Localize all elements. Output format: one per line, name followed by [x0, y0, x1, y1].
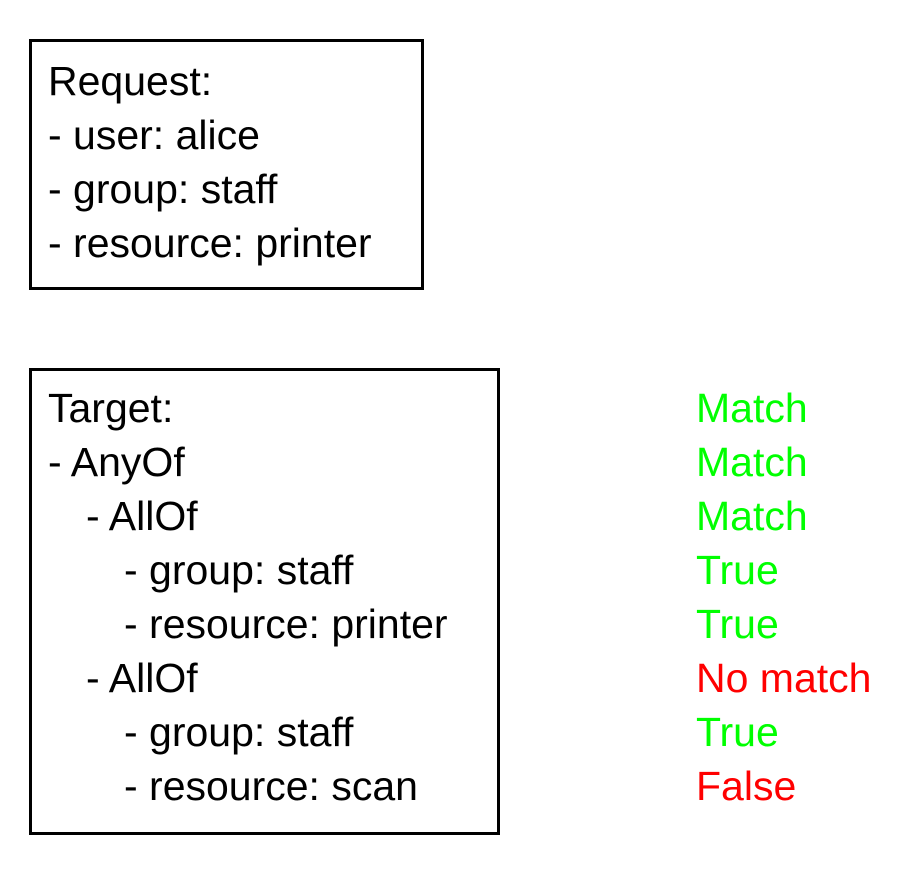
- request-attribute-resource: - resource: printer: [48, 220, 372, 266]
- request-attribute-user: - user: alice: [48, 112, 260, 158]
- target-box: Target: - AnyOf - AllOf - group: staff -…: [29, 368, 500, 835]
- result-resource-1: True: [696, 601, 779, 647]
- target-node-group-2: - group: staff: [124, 709, 354, 755]
- target-node-anyof: - AnyOf: [48, 439, 185, 485]
- result-group-2: True: [696, 709, 779, 755]
- target-node-resource-1: - resource: printer: [124, 601, 448, 647]
- evaluation-results: Match Match Match True True No match Tru…: [696, 381, 871, 813]
- target-title: Target:: [48, 385, 174, 431]
- result-resource-2: False: [696, 763, 797, 809]
- result-allof-2: No match: [696, 655, 872, 701]
- result-anyof: Match: [696, 439, 808, 485]
- request-title: Request:: [48, 58, 213, 104]
- result-allof-1: Match: [696, 493, 808, 539]
- target-node-allof-1: - AllOf: [86, 493, 198, 539]
- result-target: Match: [696, 385, 808, 431]
- target-node-resource-2: - resource: scan: [124, 763, 418, 809]
- target-node-allof-2: - AllOf: [86, 655, 198, 701]
- request-attribute-group: - group: staff: [48, 166, 278, 212]
- request-box: Request: - user: alice - group: staff - …: [29, 39, 424, 290]
- result-group-1: True: [696, 547, 779, 593]
- target-node-group-1: - group: staff: [124, 547, 354, 593]
